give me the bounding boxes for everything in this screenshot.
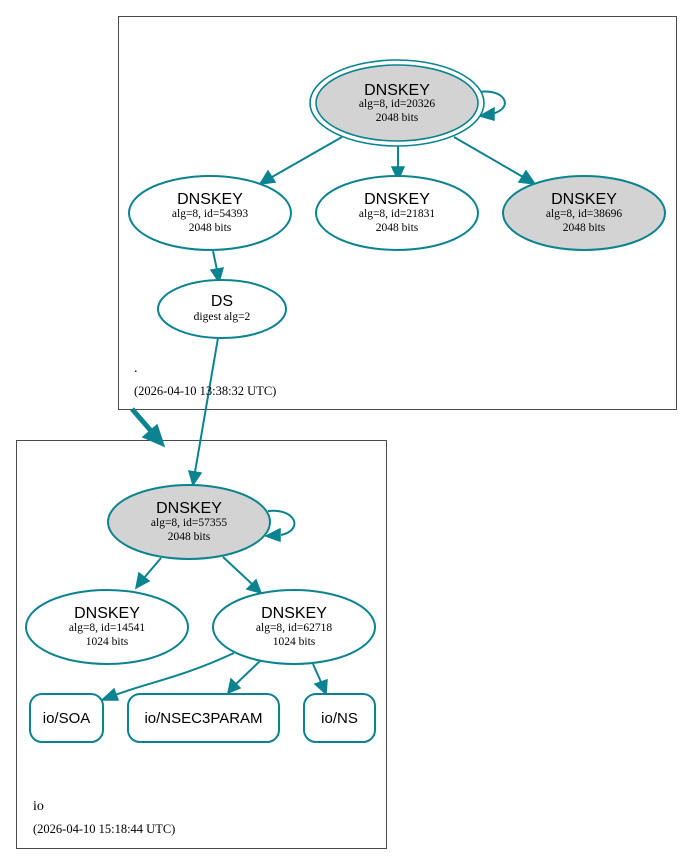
edge-io-ksk-to-zsk-b [222,556,253,585]
root-ksk-b-bits: 2048 bits [563,222,606,234]
io-ksk-title: DNSKEY [156,500,222,517]
io-zone-name: io [33,799,44,814]
edge-root-ksk-to-ksk-b [453,136,524,178]
root-ksk-title: DNSKEY [364,82,430,99]
io-nsec3param-record-node[interactable]: io/NSEC3PARAM [127,693,280,743]
io-soa-label: io/SOA [43,710,91,727]
io-zsk-node-62718[interactable]: DNSKEY alg=8, id=62718 1024 bits [212,589,376,665]
io-nsec3param-label: io/NSEC3PARAM [144,710,262,727]
root-zsk-b-title: DNSKEY [364,191,430,208]
root-zsk-b-bits: 2048 bits [376,222,419,234]
io-ns-label: io/NS [321,710,358,727]
arrowhead-io-zsk-b-to-soa [100,687,120,701]
arrowhead-io-zsk-b-to-nsec3param [226,677,242,695]
arrowhead-io-ksk-to-zsk-b [245,578,263,595]
root-zsk-a-title: DNSKEY [177,191,243,208]
edge-delegation-root-to-io [130,407,154,434]
root-ksk-b-title: DNSKEY [551,191,617,208]
root-zsk-a-bits: 2048 bits [189,222,232,234]
arrowhead-io-ksk-to-zsk-a [134,571,151,590]
root-ksk-alg: alg=8, id=20326 [359,98,435,110]
arrowhead-root-ksk-to-zsk-b [390,166,406,182]
io-zsk-a-title: DNSKEY [74,605,140,622]
root-zone-timestamp: (2026-04-10 13:38:32 UTC) [134,384,276,398]
root-ds-node[interactable]: DS digest alg=2 [157,279,287,339]
io-ksk-bits: 2048 bits [168,531,211,543]
io-zsk-node-14541[interactable]: DNSKEY alg=8, id=14541 1024 bits [25,589,189,665]
edge-ds-to-io-ksk [194,337,219,473]
io-zsk-a-alg: alg=8, id=14541 [69,622,145,634]
edge-io-zsk-b-to-ns [312,663,322,683]
edge-io-ksk-to-zsk-a [143,557,162,579]
root-ksk-bits: 2048 bits [376,112,419,124]
edge-io-ksk-self [267,509,296,536]
io-ns-record-node[interactable]: io/NS [303,693,376,743]
root-zsk-a-alg: alg=8, id=54393 [172,208,248,220]
ds-title: DS [211,293,233,310]
edge-root-ksk-self [478,90,506,115]
root-zone-name: . [134,361,138,376]
io-ksk-alg: alg=8, id=57355 [151,517,227,529]
arrowhead-root-ksk-to-ksk-b [517,169,537,185]
arrowhead-io-zsk-b-to-ns [313,678,328,696]
root-zsk-b-alg: alg=8, id=21831 [359,208,435,220]
arrowhead-root-zsk-a-to-ds [209,267,225,284]
root-ksk-b-alg: alg=8, id=38696 [546,208,622,220]
root-ksk-node-20326[interactable]: DNSKEY alg=8, id=20326 2048 bits [309,59,485,147]
root-zsk-node-21831[interactable]: DNSKEY alg=8, id=21831 2048 bits [315,175,479,251]
arrowhead-delegation-root-to-io [141,423,166,448]
edge-io-zsk-b-to-soa [114,652,235,696]
io-zsk-a-bits: 1024 bits [86,636,129,648]
ds-digest: digest alg=2 [194,311,251,323]
io-zone-timestamp: (2026-04-10 15:18:44 UTC) [33,822,175,836]
root-ksk-node-38696[interactable]: DNSKEY alg=8, id=38696 2048 bits [502,175,666,251]
arrowhead-root-ksk-self [478,106,495,121]
arrowhead-root-ksk-to-zsk-a [258,169,277,185]
io-soa-record-node[interactable]: io/SOA [29,693,104,743]
edge-io-zsk-b-to-nsec3param [235,660,261,685]
io-ksk-node-57355[interactable]: DNSKEY alg=8, id=57355 2048 bits [107,484,271,560]
root-zsk-node-54393[interactable]: DNSKEY alg=8, id=54393 2048 bits [128,175,292,251]
arrowhead-ds-to-io-ksk [187,470,203,487]
edge-root-zsk-a-to-ds [212,250,218,271]
io-zsk-b-alg: alg=8, id=62718 [256,622,332,634]
edge-root-ksk-to-zsk-a [271,136,343,178]
arrowhead-io-ksk-self [264,527,281,543]
io-zsk-b-bits: 1024 bits [273,636,316,648]
io-zsk-b-title: DNSKEY [261,605,327,622]
